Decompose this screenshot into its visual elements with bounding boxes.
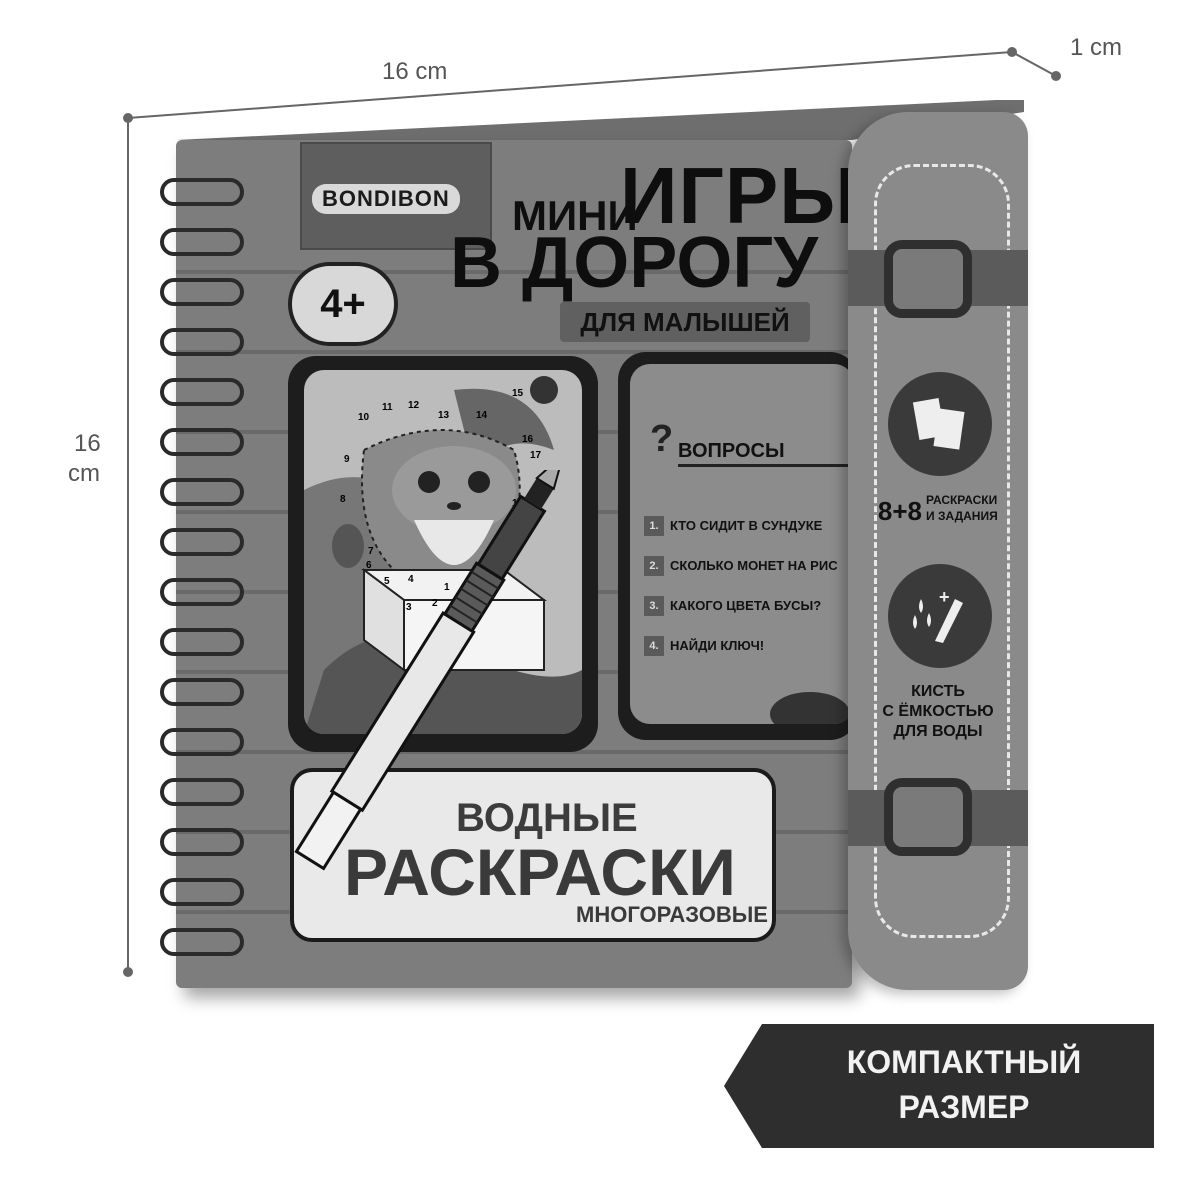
count-text-line2: И ЗАДАНИЯ — [926, 509, 998, 523]
water-brush-icon: + — [888, 564, 992, 668]
dot-number-10: 10 — [358, 412, 370, 423]
width-label: 16 cm — [382, 58, 448, 85]
spiral-ring — [160, 178, 244, 206]
product-name-small: МНОГОРАЗОВЫЕ — [576, 902, 768, 927]
dot-number-13: 13 — [438, 410, 450, 421]
spiral-ring — [160, 578, 244, 606]
side-flap: 8+8 РАСКРАСКИ И ЗАДАНИЯ + КИСТЬ С ЁМКОСТ… — [848, 112, 1028, 990]
question-number-3: 3. — [644, 596, 664, 616]
title-road: В ДОРОГУ — [450, 223, 818, 303]
dot-number-16: 16 — [522, 434, 534, 445]
leaf-decoration — [770, 692, 850, 724]
subtitle-banner: ДЛЯ МАЛЫШЕЙ — [560, 302, 810, 342]
height-label-number: 16 — [74, 430, 101, 457]
questions-card: ? ВОПРОСЫ 1. КТО СИДИТ В СУНДУКЕ 2. СКОЛ… — [618, 352, 858, 740]
spiral-ring — [160, 878, 244, 906]
question-mark-icon: ? — [650, 418, 674, 460]
brush-text-line1: КИСТЬ — [911, 683, 965, 700]
spiral-ring — [160, 328, 244, 356]
spiral-ring — [160, 928, 244, 956]
brush-text-line3: ДЛЯ ВОДЫ — [893, 723, 983, 740]
dot-number-11: 11 — [382, 402, 393, 413]
title-mini: МИНИ — [512, 192, 638, 239]
question-number-2: 2. — [644, 556, 664, 576]
dot-to-dot-illustration: 10 11 12 13 14 15 16 17 18 19 20 9 8 7 6… — [304, 370, 582, 734]
depth-label: 1 cm — [1070, 34, 1123, 61]
banner-line-1: КОМПАКТНЫЙ — [846, 1044, 1082, 1080]
spiral-ring — [160, 828, 244, 856]
question-number-1: 1. — [644, 516, 664, 536]
svg-text:+: + — [939, 587, 950, 607]
question-1: КТО СИДИТ В СУНДУКЕ — [670, 518, 823, 533]
spiral-ring — [160, 428, 244, 456]
dot-to-dot-card: 10 11 12 13 14 15 16 17 18 19 20 9 8 7 6… — [288, 356, 598, 752]
product-name-top: ВОДНЫЕ — [456, 796, 638, 840]
water-brush-pen-icon — [294, 470, 566, 871]
dot-number-9: 9 — [344, 454, 350, 465]
dot-number-3: 3 — [406, 602, 412, 613]
question-3: КАКОГО ЦВЕТА БУСЫ? — [670, 598, 822, 613]
spiral-ring — [160, 628, 244, 656]
age-badge: 4+ — [288, 262, 398, 346]
product-name-main: РАСКРАСКИ — [344, 835, 736, 909]
dot-number-14: 14 — [476, 410, 488, 421]
cat-in-box-illustration — [304, 376, 582, 734]
book-top-edge — [176, 100, 1024, 140]
banner-text: КОМПАКТНЫЙ РАЗМЕР — [784, 1040, 1144, 1130]
questions-title: ВОПРОСЫ — [678, 440, 785, 462]
dot-number-12: 12 — [408, 400, 420, 411]
question-4: НАЙДИ КЛЮЧ! — [670, 638, 765, 653]
dot-number-17: 17 — [530, 450, 542, 461]
question-number-4: 4. — [644, 636, 664, 656]
buckle-top-icon — [884, 240, 972, 318]
spiral-ring — [160, 778, 244, 806]
spiral-ring — [160, 728, 244, 756]
spiral-ring — [160, 228, 244, 256]
buckle-bottom-icon — [884, 778, 972, 856]
compact-size-banner: КОМПАКТНЫЙ РАЗМЕР — [724, 1024, 1154, 1148]
brand-logo: BONDIBON — [312, 184, 460, 214]
dot-number-1: 1 — [444, 582, 450, 593]
title-games: ИГРЫ — [620, 151, 859, 240]
count-text-line1: РАСКРАСКИ — [926, 493, 998, 507]
spiral-ring — [160, 478, 244, 506]
dot-number-5: 5 — [384, 576, 390, 587]
spiral-ring — [160, 278, 244, 306]
dot-number-6: 6 — [366, 560, 372, 571]
banner-line-2: РАЗМЕР — [898, 1089, 1030, 1125]
dot-number-2: 2 — [432, 598, 438, 609]
dot-number-7: 7 — [368, 546, 374, 557]
spiral-ring — [160, 378, 244, 406]
brush-text-line2: С ЁМКОСТЬЮ — [882, 703, 994, 720]
dot-number-15: 15 — [512, 388, 524, 399]
questions-panel: ? ВОПРОСЫ 1. КТО СИДИТ В СУНДУКЕ 2. СКОЛ… — [630, 364, 854, 724]
dot-number-8: 8 — [340, 494, 346, 505]
flap-stitching — [874, 164, 1010, 938]
count-prefix: 8+8 — [877, 496, 922, 526]
brand-box: BONDIBON — [300, 142, 492, 250]
questions-title-underline — [678, 464, 854, 467]
cards-icon — [888, 372, 992, 476]
dot-number-4: 4 — [408, 574, 414, 585]
spiral-ring — [160, 678, 244, 706]
question-2: СКОЛЬКО МОНЕТ НА РИС — [670, 558, 838, 573]
spiral-ring — [160, 528, 244, 556]
height-label-unit: cm — [68, 460, 100, 487]
